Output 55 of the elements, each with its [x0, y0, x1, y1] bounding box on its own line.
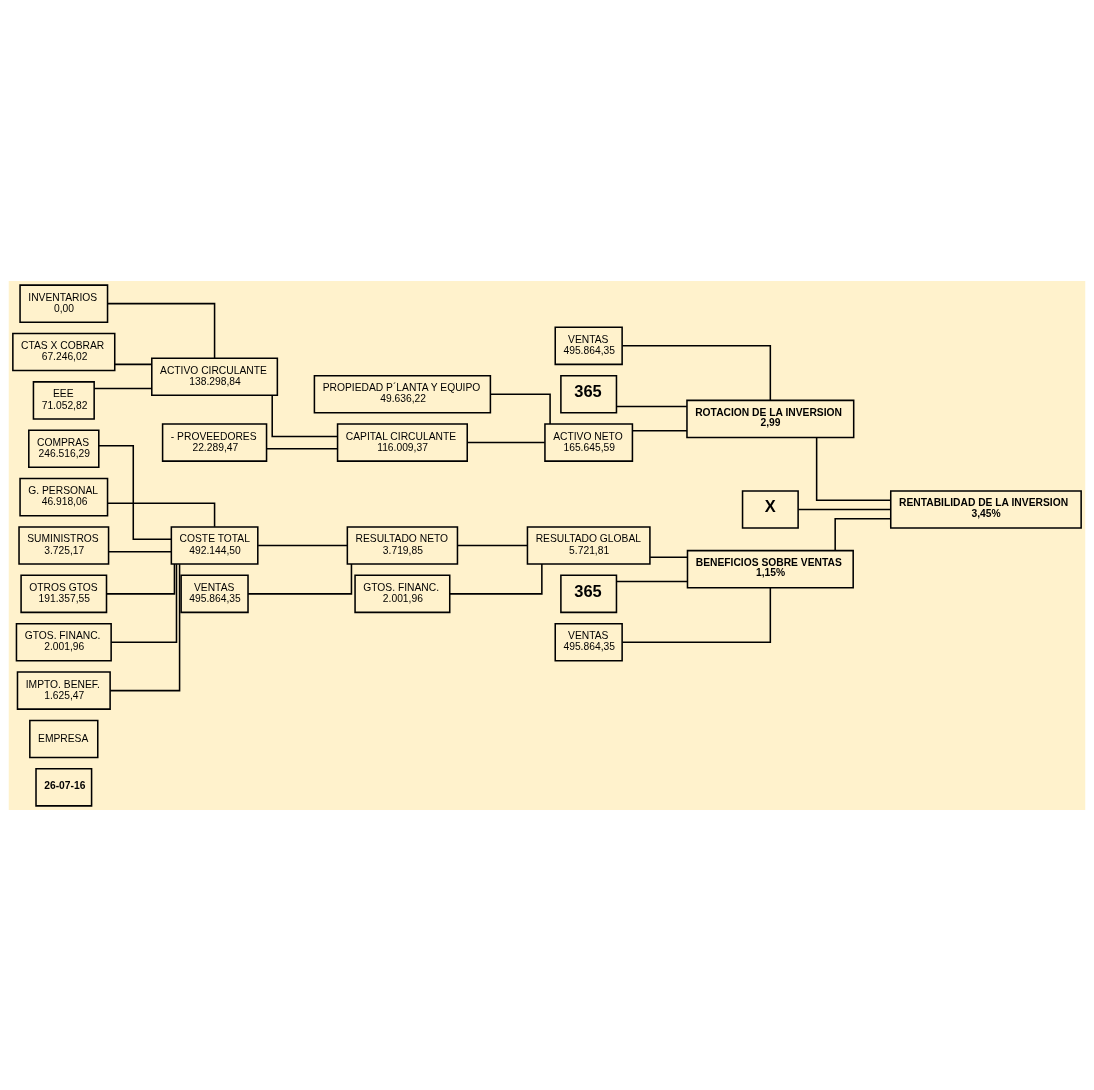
connector	[457, 544, 529, 546]
node-box: ACTIVO CIRCULANTE 138.298,84	[151, 356, 279, 396]
node-box: 26-07-16	[35, 767, 93, 807]
node-box: 365	[560, 374, 618, 413]
connector	[466, 441, 546, 443]
node-box: SUMINISTROS 3.725,17	[18, 525, 110, 565]
connector	[107, 550, 172, 552]
connector	[107, 502, 216, 528]
node-box: INVENTARIOS 0,00	[19, 283, 109, 323]
node-box: - PROVEEDORES 22.289,47	[161, 422, 268, 462]
connector	[449, 562, 543, 595]
connector	[105, 562, 176, 595]
connector	[271, 394, 339, 437]
node-box: 365	[560, 574, 618, 613]
connector	[621, 344, 772, 401]
connector	[114, 363, 153, 365]
node-box: RENTABILIDAD DE LA INVERSION 3,45%	[890, 489, 1082, 529]
node-box: COMPRAS 246.516,29	[28, 428, 100, 468]
connector	[247, 562, 353, 595]
connector	[621, 586, 772, 643]
connector	[110, 562, 178, 643]
connector	[107, 302, 216, 359]
node-box: VENTAS 495.864,35	[554, 326, 623, 365]
node-box: PROPIEDAD P´LANTA Y EQUIPO 49.636,22	[313, 374, 492, 413]
node-box: CAPITAL CIRCULANTE 116.009,37	[336, 422, 468, 462]
connector	[834, 517, 892, 551]
node-box: VENTAS 495.864,35	[554, 622, 623, 662]
node-box: EEE 71.052,82	[32, 380, 95, 420]
node-box: VENTAS 495.864,35	[180, 574, 249, 613]
connector	[98, 444, 172, 540]
node-box: RESULTADO GLOBAL 5.721,81	[526, 525, 651, 565]
node-box: ROTACION DE LA INVERSION 2,99	[686, 399, 855, 438]
node-box: X	[741, 489, 799, 529]
node-box: ACTIVO NETO 165.645,59	[544, 422, 634, 462]
node-box: EMPRESA	[29, 719, 99, 758]
connector	[93, 387, 153, 389]
node-box: RESULTADO NETO 3.719,85	[346, 525, 459, 565]
connector	[109, 562, 181, 691]
connector	[649, 556, 689, 558]
connector	[631, 429, 688, 431]
connector	[797, 508, 892, 510]
connector	[257, 544, 349, 546]
node-box: G. PERSONAL 46.918,06	[19, 477, 109, 516]
connector	[615, 405, 688, 407]
node-box: IMPTO. BENEF. 1.625,47	[16, 670, 111, 710]
node-box: GTOS. FINANC. 2.001,96	[15, 622, 112, 662]
node-box: OTROS GTOS 191.357,55	[20, 574, 108, 613]
connector	[615, 580, 689, 582]
node-box: COSTE TOTAL 492.144,50	[170, 525, 259, 565]
connector	[815, 436, 892, 501]
connector	[266, 447, 339, 450]
connector	[489, 392, 551, 425]
node-box: BENEFICIOS SOBRE VENTAS 1,15%	[686, 549, 854, 588]
node-box: GTOS. FINANC. 2.001,96	[354, 574, 451, 613]
node-box: CTAS X COBRAR 67.246,02	[12, 332, 116, 371]
